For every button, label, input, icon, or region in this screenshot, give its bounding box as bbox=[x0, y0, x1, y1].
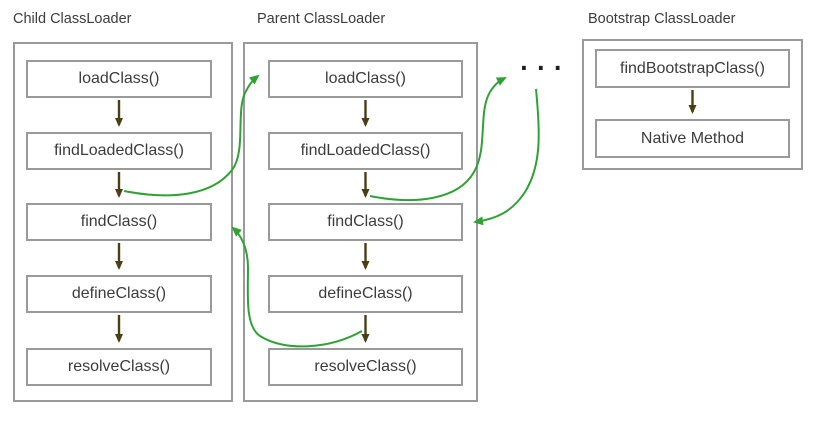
ancestor-ellipsis: ... bbox=[517, 50, 568, 76]
child-findclass-box: findClass() bbox=[26, 203, 212, 241]
parent-findclass-box: findClass() bbox=[268, 203, 463, 241]
parent-defineclass-box: defineClass() bbox=[268, 275, 463, 313]
bootstrap-classloader-panel: findBootstrapClass() Native Method bbox=[582, 39, 803, 170]
child-findloadedclass-box: findLoadedClass() bbox=[26, 132, 212, 170]
parent-classloader-panel: loadClass() findLoadedClass() findClass(… bbox=[243, 42, 478, 402]
child-classloader-panel: loadClass() findLoadedClass() findClass(… bbox=[13, 42, 233, 402]
parent-findloadedclass-box: findLoadedClass() bbox=[268, 132, 463, 170]
parent-loadclass-box: loadClass() bbox=[268, 60, 463, 98]
return-ancestor-to-parent-arrow bbox=[473, 88, 540, 226]
parent-column-title: Parent ClassLoader bbox=[257, 11, 386, 27]
bootstrap-findbootstrapclass-box: findBootstrapClass() bbox=[595, 49, 790, 88]
bootstrap-nativemethod-box: Native Method bbox=[595, 119, 790, 158]
bootstrap-column-title: Bootstrap ClassLoader bbox=[588, 11, 736, 27]
child-column-title: Child ClassLoader bbox=[13, 11, 132, 27]
child-resolveclass-box: resolveClass() bbox=[26, 348, 212, 386]
child-defineclass-box: defineClass() bbox=[26, 275, 212, 313]
child-loadclass-box: loadClass() bbox=[26, 60, 212, 98]
parent-resolveclass-box: resolveClass() bbox=[268, 348, 463, 386]
